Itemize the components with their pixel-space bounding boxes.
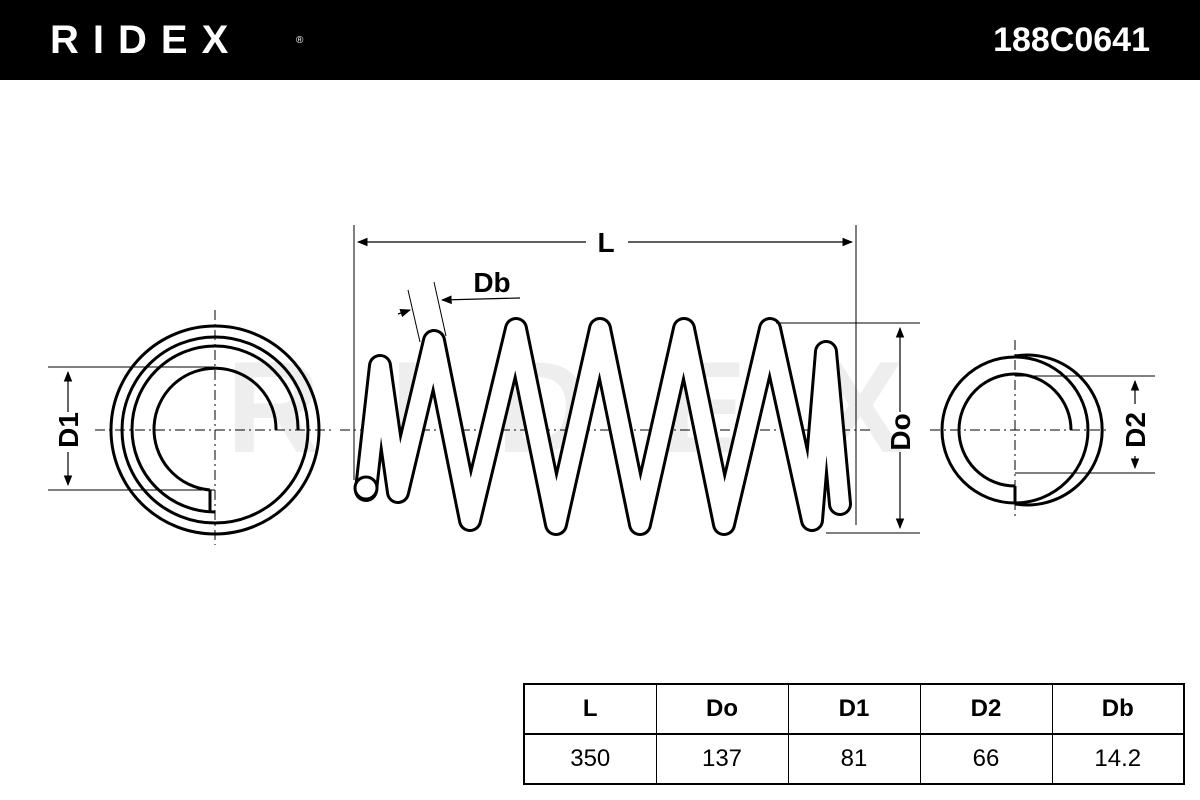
- left-end-view: [48, 310, 335, 545]
- spring-side-view: [340, 225, 920, 536]
- spec-value-d1: 81: [787, 733, 921, 785]
- spec-table-values-row: 350 137 81 66 14.2: [523, 733, 1185, 785]
- label-d1: D1: [53, 412, 84, 448]
- spec-header-do: Do: [655, 683, 789, 735]
- label-l: L: [597, 227, 614, 258]
- spec-header-db: Db: [1051, 683, 1185, 735]
- spec-header-d2: D2: [919, 683, 1053, 735]
- spec-header-l: L: [523, 683, 657, 735]
- spec-value-do: 137: [655, 733, 789, 785]
- spec-table: L Do D1 D2 Db 350 137 81 66 14.2: [523, 683, 1185, 785]
- header-bar: RIDEX ® 188C0641: [0, 0, 1200, 80]
- spec-table-header-row: L Do D1 D2 Db: [523, 683, 1185, 735]
- label-do: Do: [885, 413, 916, 450]
- spec-value-d2: 66: [919, 733, 1053, 785]
- label-db: Db: [473, 267, 510, 298]
- spec-header-d1: D1: [787, 683, 921, 735]
- label-d2: D2: [1120, 412, 1151, 448]
- part-number: 188C0641: [993, 21, 1150, 59]
- right-end-view: [930, 340, 1155, 520]
- spec-value-db: 14.2: [1051, 733, 1185, 785]
- spec-value-l: 350: [523, 733, 657, 785]
- registered-mark: ®: [296, 35, 304, 46]
- brand-logo: RIDEX: [50, 18, 243, 62]
